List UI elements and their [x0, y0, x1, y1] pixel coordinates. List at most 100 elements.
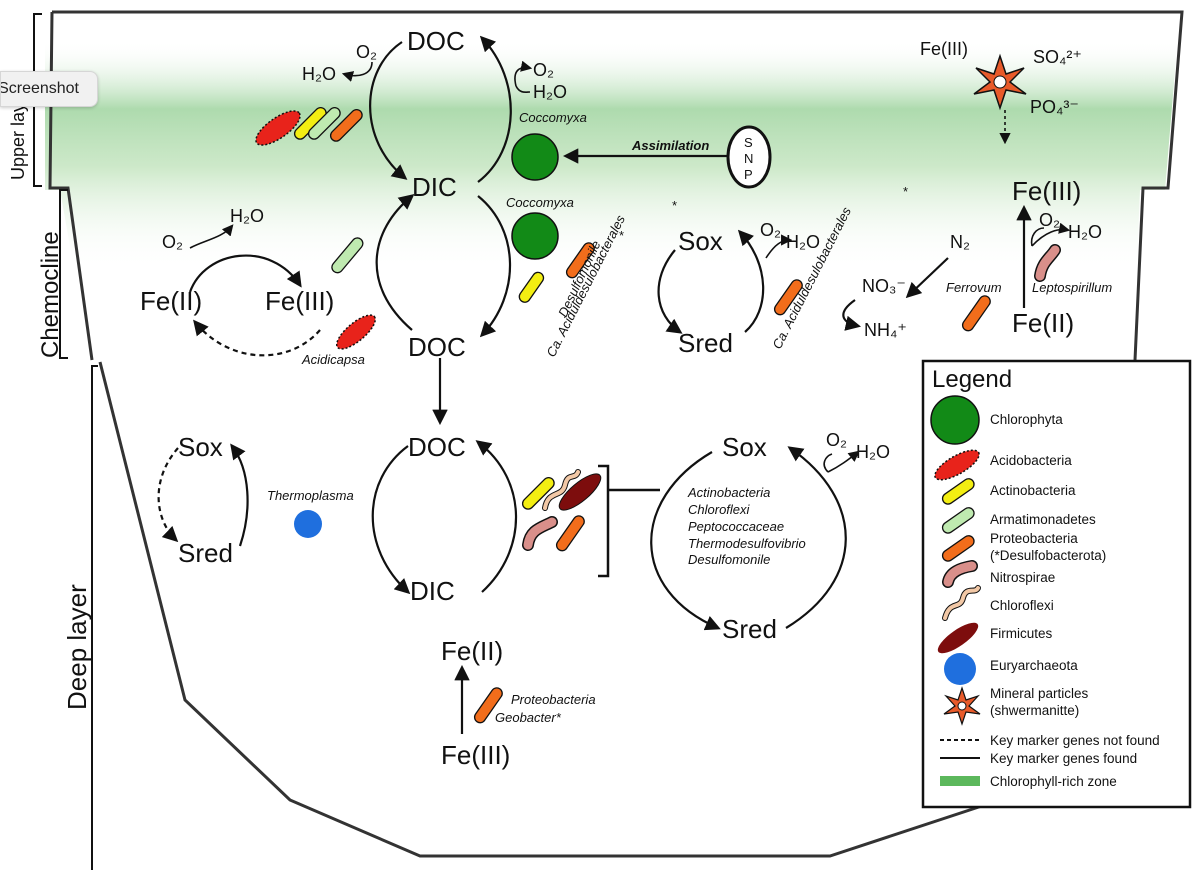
legend-label-proteobacteria: Proteobacteria [990, 531, 1078, 546]
legend-title: Legend [932, 366, 1012, 393]
fe3-right: Fe(III) [1012, 176, 1081, 206]
chlorophyta-cell [511, 212, 559, 260]
doc-deep: DOC [408, 432, 466, 462]
proteobacteria-cell [565, 242, 595, 279]
mineral-particle [973, 53, 1027, 111]
legend-label-mineral: Mineral particles [990, 686, 1089, 701]
proteobacteria-cell [473, 687, 503, 724]
legend-label-armatimonadetes: Armatimonadetes [990, 512, 1096, 527]
leptospirillum-label: Leptospirillum [1032, 280, 1112, 295]
h2o-label: H₂O [1068, 222, 1102, 242]
h2o-label: H₂O [786, 232, 820, 252]
deep-layer-label: Deep layer [62, 584, 92, 710]
fe2-right: Fe(II) [1012, 308, 1074, 338]
mineral-star-icon [943, 686, 981, 726]
green-circle-icon [930, 395, 980, 445]
o2-label: O₂ [533, 60, 554, 80]
geobacter-label: Geobacter* [495, 710, 562, 725]
h2o-label: H₂O [533, 82, 567, 102]
thermoplasma-label: Thermoplasma [267, 488, 354, 503]
proteobacteria-cell [555, 515, 585, 552]
acidicapsa-label: Acidicapsa [301, 352, 365, 367]
legend-label-actinobacteria: Actinobacteria [990, 483, 1076, 498]
legend-label-firmicutes: Firmicutes [990, 626, 1053, 641]
yellow-rod-icon [941, 478, 975, 505]
acidobacteria-cell [335, 314, 377, 350]
euryarchaeota-cell [294, 510, 322, 538]
chemocline-label: Chemocline [37, 231, 64, 358]
h2o-label: H₂O [230, 206, 264, 226]
deep-taxon-2: Chloroflexi [688, 502, 751, 517]
deep-taxon-1: Actinobacteria [687, 485, 770, 500]
fe2-left: Fe(II) [140, 286, 202, 316]
proteobacteria-cell [329, 108, 363, 142]
assimilation-label: Assimilation [631, 138, 709, 153]
deep-taxon-3: Peptococcaceae [688, 519, 784, 534]
taxa-bracket [598, 464, 660, 578]
doc-top: DOC [407, 26, 465, 56]
o2-label: O₂ [356, 42, 377, 62]
legend-label-chloroflexi: Chloroflexi [990, 598, 1054, 613]
armatimonadetes-cell [307, 106, 341, 140]
sred-deep-left: Sred [178, 538, 233, 568]
asterisk-1: * [619, 228, 624, 243]
legend-label-shwermanitte: (shwermanitte) [990, 703, 1079, 718]
o2-label: O₂ [760, 220, 781, 240]
fe3-bottom: Fe(III) [441, 740, 510, 770]
fe3-left: Fe(III) [265, 286, 334, 316]
orange-rod-icon [941, 535, 975, 562]
no3-label: NO₃⁻ [862, 276, 906, 296]
screenshot-tab-label: Screenshot [0, 80, 79, 97]
po4-label: PO₄³⁻ [1030, 97, 1079, 117]
legend-label-found: Key marker genes found [990, 751, 1137, 766]
upper-layer-label: Upper layer [8, 87, 28, 180]
dic-deep: DIC [410, 576, 455, 606]
h2o-label: H₂O [302, 64, 336, 84]
doc-chemocline: DOC [408, 332, 466, 362]
o2-label: O₂ [162, 232, 183, 252]
asterisk-2: * [672, 198, 677, 213]
legend-label-desulfobacterota: (*Desulfobacterota) [990, 548, 1106, 563]
so4-label: SO₄²⁺ [1033, 47, 1082, 67]
screenshot-tab[interactable]: Screenshot [0, 71, 98, 107]
coccomyxa-upper-label: Coccomyxa [519, 110, 587, 125]
legend-label-nitrospirae: Nitrospirae [990, 570, 1055, 585]
legend-label-acidobacteria: Acidobacteria [990, 453, 1072, 468]
armatimonadetes-cell [331, 237, 364, 274]
snp-s: S [744, 135, 753, 150]
pale-green-rod-icon [941, 507, 975, 534]
chlorophyta-cell [511, 133, 559, 181]
snp-nutrient-pool [726, 125, 772, 189]
legend-label-euryarchaeota: Euryarchaeota [990, 658, 1078, 673]
sox-chemocline: Sox [678, 226, 723, 256]
legend-label-chlorophyta: Chlorophyta [990, 412, 1063, 427]
fe2-bottom: Fe(II) [441, 636, 503, 666]
ferrovum-label: Ferrovum [946, 280, 1002, 295]
proteobacteria-cell [773, 279, 803, 316]
coccomyxa-lower-label: Coccomyxa [506, 195, 574, 210]
sred-chemocline: Sred [678, 328, 733, 358]
sred-deep-right: Sred [722, 614, 777, 644]
legend-label-chlorophyll-zone: Chlorophyll-rich zone [990, 774, 1117, 789]
nh4-label: NH₄⁺ [864, 320, 907, 340]
actinobacteria-cell [518, 271, 545, 303]
asterisk-3: * [903, 184, 908, 199]
proteobacteria-cell [961, 295, 991, 332]
sox-deep-right: Sox [722, 432, 767, 462]
dic-upper: DIC [412, 172, 457, 202]
sox-deep-left: Sox [178, 432, 223, 462]
chemocline-bracket [59, 189, 68, 359]
red-spindle-icon [934, 449, 980, 481]
proteobacteria-label: Proteobacteria [511, 692, 596, 707]
actinobacteria-cell [521, 476, 555, 510]
dark-red-spindle-icon [937, 622, 979, 654]
h2o-label: H₂O [856, 442, 890, 462]
snp-p: P [744, 167, 753, 182]
acidobacteria-cell [255, 110, 301, 146]
legend: Legend Chlorophyta Acidobacteria Actinob… [921, 359, 1192, 809]
deep-taxon-5: Desulfomonile [688, 552, 770, 567]
firmicutes-cell [558, 473, 602, 511]
o2-label: O₂ [1039, 210, 1060, 230]
blue-circle-icon [944, 653, 976, 685]
